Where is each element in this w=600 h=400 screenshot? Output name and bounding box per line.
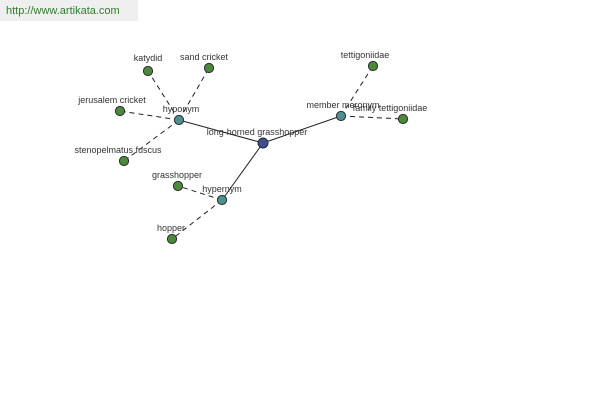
node-hypernym[interactable]: [216, 194, 228, 206]
node-label-center[interactable]: long-horned grasshopper: [207, 127, 308, 137]
node-label-stenopelmatus[interactable]: stenopelmatus fuscus: [74, 145, 162, 155]
node-stenopelmatus[interactable]: [118, 155, 130, 167]
node-label-tettigoniidae[interactable]: tettigoniidae: [341, 50, 390, 60]
node-label-member-meronym[interactable]: member meronym: [306, 100, 379, 110]
node-label-hypernym[interactable]: hypernym: [202, 184, 242, 194]
edge-hypernym-to-grasshopper: [177, 185, 223, 201]
edge-member-meronym-to-family-tettigoniidae: [340, 115, 404, 120]
node-label-sand-cricket[interactable]: sand cricket: [180, 52, 229, 62]
node-label-hyponym[interactable]: hyponym: [163, 104, 200, 114]
source-url-text[interactable]: http://www.artikata.com: [6, 5, 120, 17]
edge-hyponym-to-stenopelmatus: [123, 119, 180, 162]
node-label-katydid[interactable]: katydid: [134, 53, 163, 63]
node-label-hopper[interactable]: hopper: [157, 223, 185, 233]
node-grasshopper[interactable]: [172, 180, 184, 192]
node-member-meronym[interactable]: [335, 110, 347, 122]
node-label-grasshopper[interactable]: grasshopper: [152, 170, 202, 180]
graph-labels: long-horned grasshopper hyponym member mer…: [74, 50, 427, 233]
graph-nodes: [114, 60, 409, 245]
edge-hyponym-to-katydid: [147, 70, 180, 121]
node-sand-cricket[interactable]: [203, 62, 215, 74]
node-hyponym[interactable]: [173, 114, 185, 126]
edge-hypernym-to-hopper: [171, 199, 223, 240]
edge-hyponym-to-jerusalem-cricket: [119, 110, 180, 121]
node-tettigoniidae[interactable]: [367, 60, 379, 72]
node-family-tettigoniidae[interactable]: [397, 113, 409, 125]
edge-hyponym-to-sand-cricket: [178, 67, 210, 121]
graph-edges: [119, 65, 404, 240]
edge-center-to-hyponym: [178, 119, 264, 144]
edge-member-meronym-to-tettigoniidae: [340, 65, 374, 117]
node-label-jerusalem-cricket[interactable]: jerusalem cricket: [77, 95, 146, 105]
node-katydid[interactable]: [142, 65, 154, 77]
edge-center-to-hypernym: [221, 142, 264, 201]
node-jerusalem-cricket[interactable]: [114, 105, 126, 117]
node-hopper[interactable]: [166, 233, 178, 245]
node-label-family-tettigoniidae[interactable]: family tettigoniidae: [353, 103, 428, 113]
source-url-bar: http://www.artikata.com: [0, 0, 138, 21]
node-center[interactable]: [257, 137, 269, 149]
edge-center-to-member-meronym: [262, 115, 342, 144]
